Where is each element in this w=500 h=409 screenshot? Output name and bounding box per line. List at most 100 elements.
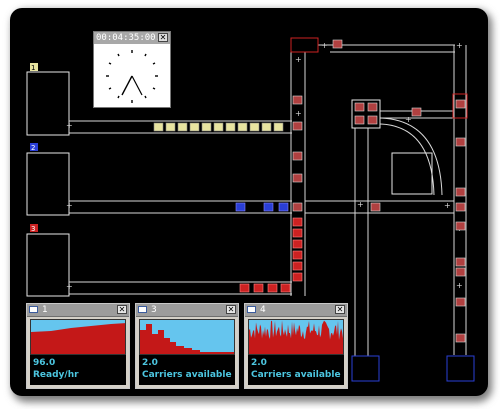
svg-text:+: + xyxy=(295,55,302,64)
svg-text:+: + xyxy=(321,41,328,50)
monitor-value: 2.0 xyxy=(142,358,158,368)
carrier-yellow xyxy=(153,122,164,132)
close-icon[interactable]: ✕ xyxy=(226,305,236,314)
junction-icon xyxy=(455,99,466,109)
ready-plot-svg xyxy=(31,323,125,354)
junction-icon xyxy=(354,102,365,112)
inner-vertical-conveyor xyxy=(354,128,369,356)
monitor-window-ready[interactable]: 1 ✕ 96.0 Ready/hr xyxy=(26,303,130,389)
carrier-blue xyxy=(278,202,289,212)
conveyor-row-3 xyxy=(69,281,292,295)
carriers-4-plot-svg xyxy=(249,320,343,354)
queue-label-1: 1 xyxy=(31,64,35,72)
carrier-red xyxy=(292,228,303,238)
close-icon[interactable]: ✕ xyxy=(117,305,127,314)
middle-cross-conveyor xyxy=(305,200,454,214)
station-box-2[interactable] xyxy=(26,152,70,216)
blue-dock-left[interactable] xyxy=(351,355,380,382)
carrier-yellow xyxy=(165,122,176,132)
conveyor-row-2 xyxy=(69,200,292,214)
junction-icon xyxy=(367,115,378,125)
monitor-title: 4 xyxy=(260,305,266,315)
vertical-conveyor-right xyxy=(453,45,467,355)
queue-badge-2 xyxy=(30,143,38,151)
junction-icon xyxy=(455,187,466,197)
carrier-red xyxy=(292,217,303,227)
carrier-yellow xyxy=(225,122,236,132)
junction-icon xyxy=(292,173,303,183)
junction-icon xyxy=(455,267,466,277)
station-box-1[interactable] xyxy=(26,71,70,136)
conveyor-row-1 xyxy=(69,120,292,134)
carrier-red xyxy=(253,283,264,293)
junction-icon xyxy=(292,151,303,161)
svg-text:+: + xyxy=(456,41,463,50)
monitor-titlebar[interactable]: 1 ✕ xyxy=(27,304,129,317)
junction-box[interactable] xyxy=(351,99,381,129)
monitor-panel: 2.0 Carriers available xyxy=(248,355,344,385)
carriers-4-plot xyxy=(248,319,344,355)
carrier-red xyxy=(292,250,303,260)
monitor-window-carriers-4[interactable]: 4 ✕ 2.0 Carriers available xyxy=(244,303,348,389)
curved-track-inner xyxy=(379,123,435,196)
curved-track-outer xyxy=(379,117,443,196)
monitor-panel: 96.0 Ready/hr xyxy=(30,355,126,385)
window-icon xyxy=(29,306,38,313)
close-icon[interactable]: ✕ xyxy=(335,305,345,314)
simulation-clock-window[interactable]: 00:04:35:00.0 ✕ xyxy=(93,31,171,108)
carrier-red xyxy=(267,283,278,293)
monitor-label: Ready/hr xyxy=(33,370,79,380)
carriers-3-plot xyxy=(139,319,235,355)
carriers-blue xyxy=(235,202,289,212)
blue-dock-right[interactable] xyxy=(446,355,475,382)
carriers-yellow xyxy=(153,122,284,132)
carrier-blue xyxy=(263,202,274,212)
carrier-red xyxy=(292,239,303,249)
carriers-4-plot-area xyxy=(249,320,343,354)
clock-face xyxy=(106,50,158,103)
junction-icon xyxy=(367,102,378,112)
svg-text:+: + xyxy=(66,282,73,291)
carrier-yellow xyxy=(201,122,212,132)
monitor-window-carriers-3[interactable]: 3 ✕ 2.0 Carriers available xyxy=(135,303,239,389)
carrier-red xyxy=(292,261,303,271)
monitor-label: Carriers available xyxy=(142,370,232,380)
monitor-titlebar[interactable]: 4 ✕ xyxy=(245,304,347,317)
svg-text:+: + xyxy=(295,109,302,118)
monitor-panel: 2.0 Carriers available xyxy=(139,355,235,385)
svg-text:+: + xyxy=(66,201,73,210)
monitor-title: 3 xyxy=(151,305,157,315)
monitor-value: 96.0 xyxy=(33,358,56,368)
clock-close-button[interactable]: ✕ xyxy=(158,33,168,42)
junction-icon xyxy=(455,257,466,267)
queue-badge-3 xyxy=(30,224,38,232)
carrier-yellow xyxy=(177,122,188,132)
carrier-blue xyxy=(235,202,246,212)
carriers-red xyxy=(239,217,303,293)
carriers-3-plot-area xyxy=(140,324,234,354)
carrier-red xyxy=(239,283,250,293)
top-station-marker[interactable] xyxy=(290,37,319,53)
junction-icon xyxy=(455,202,466,212)
station-box-3[interactable] xyxy=(26,233,70,297)
carrier-red xyxy=(280,283,291,293)
carrier-yellow xyxy=(249,122,260,132)
carrier-yellow xyxy=(261,122,272,132)
junction-icon xyxy=(292,121,303,131)
clock-titlebar[interactable]: 00:04:35:00.0 ✕ xyxy=(94,32,170,44)
right-station-marker[interactable] xyxy=(452,93,468,119)
monitor-titlebar[interactable]: 3 ✕ xyxy=(136,304,238,317)
junction-icons xyxy=(292,39,466,343)
svg-text:+: + xyxy=(66,121,73,130)
junction-icon xyxy=(411,107,422,117)
window-icon xyxy=(138,306,147,313)
ready-plot-area xyxy=(31,323,125,354)
clock-time: 00:04:35:00.0 xyxy=(96,33,167,43)
machine-box[interactable] xyxy=(391,152,433,195)
queue-label-2: 2 xyxy=(31,144,35,152)
junction-icon xyxy=(292,202,303,212)
junction-icon xyxy=(455,297,466,307)
clock-minute-hand xyxy=(131,75,143,96)
junction-icon xyxy=(292,95,303,105)
